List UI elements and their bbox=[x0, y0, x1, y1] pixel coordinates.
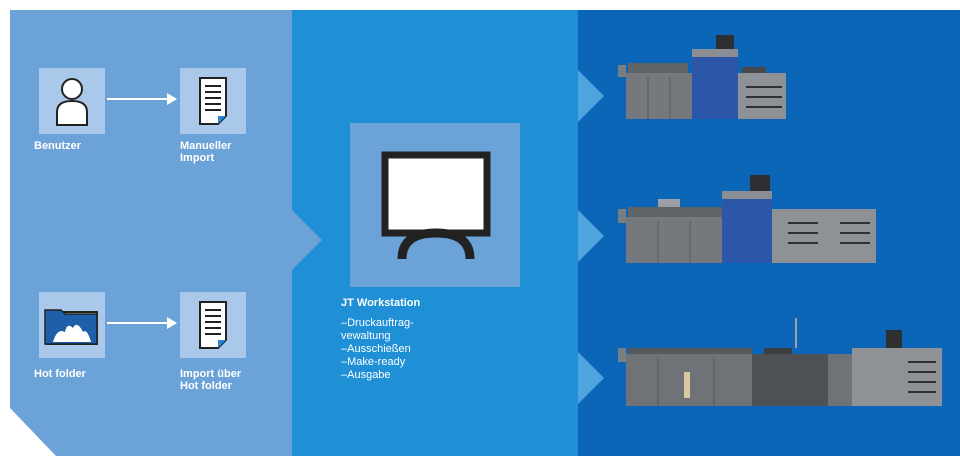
user-connector-line bbox=[107, 98, 167, 100]
left-to-middle-arrow bbox=[292, 210, 322, 270]
printer-icon bbox=[618, 175, 876, 263]
task-item: –Ausschießen bbox=[341, 343, 411, 355]
document-icon bbox=[199, 301, 227, 349]
middle-to-printer2-arrow bbox=[578, 210, 604, 262]
task-item: –Druckauftrag- vewaltung bbox=[341, 317, 414, 342]
task-item: –Make-ready bbox=[341, 356, 406, 368]
printer-icon bbox=[618, 318, 942, 406]
document-icon bbox=[199, 77, 227, 125]
workstation-title: JT Workstation bbox=[341, 297, 421, 309]
middle-to-printer1-arrow bbox=[578, 70, 604, 122]
hotfolder-connector-line bbox=[107, 322, 167, 324]
user-connector-arrowhead bbox=[167, 93, 177, 105]
hotfolder-label: Hot folder bbox=[34, 368, 86, 380]
workstation-tile bbox=[350, 123, 520, 287]
user-tile bbox=[39, 68, 105, 134]
workstation-task-list: –Druckauftrag- vewaltung –Ausschießen –M… bbox=[341, 317, 414, 382]
folder-icon bbox=[44, 309, 98, 345]
hotfolder-import-tile bbox=[180, 292, 246, 358]
hotfolder-connector-arrowhead bbox=[167, 317, 177, 329]
user-label: Benutzer bbox=[34, 140, 82, 152]
task-item: –Ausgabe bbox=[341, 369, 391, 381]
printer-icon bbox=[618, 35, 786, 119]
hotfolder-tile bbox=[39, 292, 105, 358]
hotfolder-import-label: Import über Hot folder bbox=[180, 368, 242, 392]
monitor-icon bbox=[381, 151, 491, 260]
manual-import-label: Manueller Import bbox=[180, 140, 232, 164]
manual-import-tile bbox=[180, 68, 246, 134]
user-icon bbox=[56, 78, 88, 126]
middle-to-printer3-arrow bbox=[578, 352, 604, 404]
